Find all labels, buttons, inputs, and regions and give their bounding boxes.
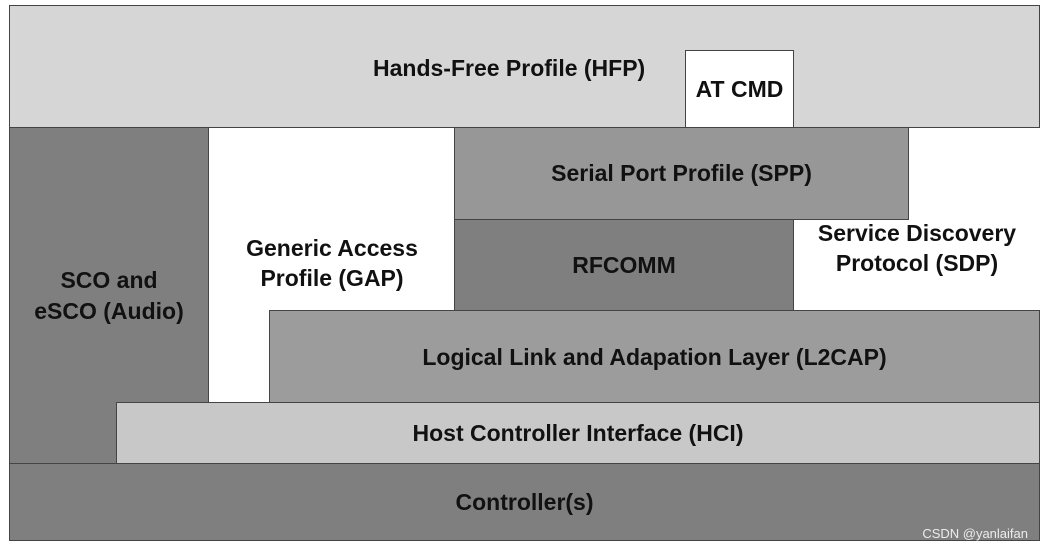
sco-label-line2: eSCO (Audio) (34, 297, 184, 324)
hci-layer: Host Controller Interface (HCI) (116, 402, 1040, 465)
hfp-layer: Hands-Free Profile (HFP) (9, 5, 1040, 128)
sdp-label: Service Discovery Protocol (SDP) (794, 218, 1040, 279)
controller-layer: Controller(s) (9, 463, 1040, 541)
at-cmd-box: AT CMD (685, 50, 794, 128)
l2cap-layer: Logical Link and Adapation Layer (L2CAP) (269, 310, 1040, 404)
hfp-label: Hands-Free Profile (HFP) (373, 55, 646, 81)
sdp-label-line2: Protocol (SDP) (835, 250, 999, 277)
watermark-text: CSDN @yanlaifan (922, 526, 1028, 541)
gap-label-line1: Generic Access (246, 235, 418, 261)
gap-label: Generic Access Profile (GAP) (208, 233, 456, 294)
sco-label-line1: SCO and (60, 267, 158, 294)
spp-layer: Serial Port Profile (SPP) (454, 127, 909, 220)
rfcomm-layer: RFCOMM (454, 219, 794, 312)
gap-label-line2: Profile (GAP) (260, 265, 404, 292)
sdp-label-line1: Service Discovery (817, 220, 1017, 246)
sco-esco-layer: SCO and eSCO (Audio) (9, 127, 209, 464)
